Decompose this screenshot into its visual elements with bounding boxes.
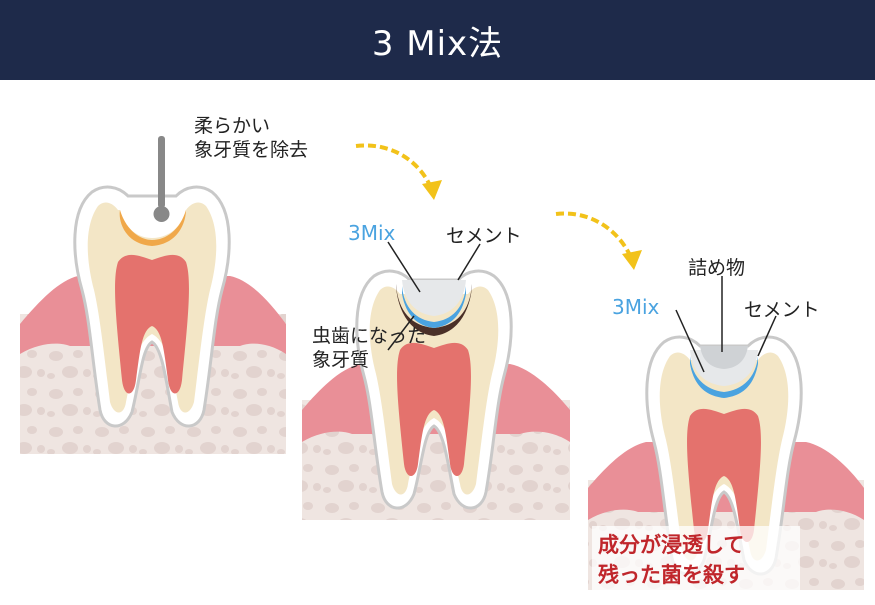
page-title: 3 Mix法 [371, 23, 504, 64]
step2-caries-line2: 象牙質 [312, 349, 369, 371]
step2-caries [396, 284, 472, 336]
step2-cement-label: セメント [446, 225, 522, 247]
step2-mix-label: 3Mix [348, 221, 396, 245]
step3-cement-label: セメント [744, 299, 820, 321]
arrow-1 [355, 143, 434, 191]
step3-mix-label: 3Mix [612, 295, 660, 319]
header-bar: 3 Mix法 [0, 0, 875, 80]
step3-filling-label: 詰め物 [688, 257, 745, 279]
step1-cavity [118, 198, 188, 238]
step3-panel: 詰め物 3Mix セメント 成分が浸透して 残った菌を殺す [588, 257, 864, 594]
arrow-2 [555, 211, 634, 261]
step1-panel: 柔らかい 象牙質を除去 [20, 115, 308, 454]
step2-panel: 3Mix セメント 虫歯になった 象牙質 [302, 221, 570, 520]
step2-pulp [397, 342, 471, 476]
step1-label-line2: 象牙質を除去 [194, 139, 308, 161]
step1-soft-dentin [119, 210, 186, 246]
step1-pulp [115, 254, 189, 394]
step2-3mix-layer [402, 286, 466, 328]
step1-label-line1: 柔らかい [194, 115, 270, 137]
step3-result-line1: 成分が浸透して [598, 533, 744, 557]
step3-3mix-layer [690, 356, 758, 398]
excavator-tip [153, 206, 170, 222]
arrow-1-head-icon [422, 180, 442, 200]
step2-caries-line1: 虫歯になった [312, 325, 426, 347]
step3-result-bg [592, 526, 800, 594]
step3-mix-leader [675, 309, 705, 373]
step3-cement-leader [757, 315, 777, 357]
step2-caries-leader [387, 315, 415, 351]
step3-pulp [687, 408, 761, 542]
diagram-canvas: 柔らかい 象牙質を除去 3Mix セメント 虫歯になった 象牙質 [20, 115, 864, 594]
arrow-2-head-icon [622, 250, 642, 270]
excavator-icon [158, 136, 165, 208]
step2-cement-leader [457, 243, 481, 281]
step3-filling [700, 346, 748, 369]
step2-mix-leader [387, 241, 421, 293]
step3-result-line2: 残った菌を殺す [598, 563, 745, 587]
